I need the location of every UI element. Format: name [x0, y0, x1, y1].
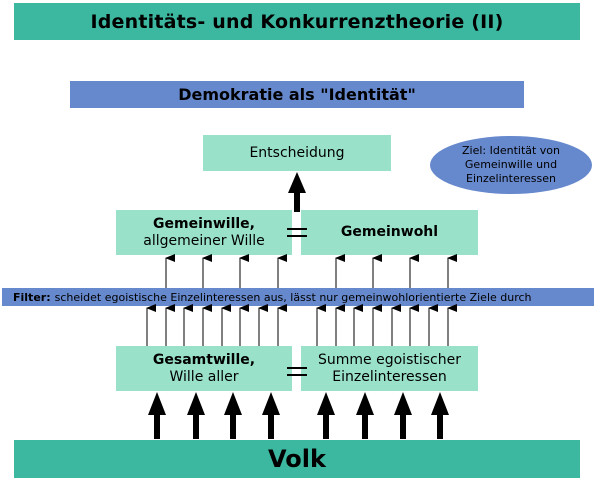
thin-arrows-lower	[146, 304, 457, 346]
gemeinwille-sublabel: allgemeiner Wille	[143, 232, 265, 249]
gemeinwille-label: Gemeinwille,	[153, 215, 255, 232]
bold-arrow-up-icon	[317, 392, 335, 439]
bold-arrow-up-icon	[187, 392, 205, 439]
entscheidung-box: Entscheidung	[203, 135, 391, 171]
bold-arrows-from-volk	[148, 392, 449, 439]
gemeinwohl-box: Gemeinwohl	[301, 210, 478, 255]
goal-line-1: Ziel: Identität von	[461, 144, 561, 157]
bold-arrow-up-icon	[148, 392, 166, 439]
bold-arrow-up-icon	[394, 392, 412, 439]
goal-line-3: Einzelinteressen	[466, 172, 556, 185]
goal-line-2: Gemeinwille und	[464, 158, 558, 171]
filter-text: scheidet egoistische Einzelinteressen au…	[54, 290, 532, 304]
goal-ellipse: Ziel: Identität von Gemeinwille und Einz…	[430, 136, 592, 194]
filter-bar: Filter: scheidet egoistische Einzelinter…	[2, 288, 594, 306]
volk-bar: Volk	[14, 440, 580, 478]
bold-arrow-up-icon	[356, 392, 374, 439]
summe-line-2: Einzelinteressen	[332, 368, 447, 385]
thin-arrows-upper	[165, 254, 457, 288]
gesamtwille-sublabel: Wille aller	[169, 368, 239, 385]
gesamtwille-label: Gesamtwille,	[152, 351, 256, 368]
equals-icon-top	[287, 228, 307, 237]
gesamtwille-box: Gesamtwille, Wille aller	[116, 346, 292, 391]
bold-arrow-up-icon	[224, 392, 242, 439]
bold-arrow-up-icon	[431, 392, 449, 439]
section-title: Demokratie als "Identität"	[70, 81, 524, 108]
summe-box: Summe egoistischer Einzelinteressen	[301, 346, 478, 391]
gemeinwille-box: Gemeinwille, allgemeiner Wille	[116, 210, 292, 255]
summe-line-1: Summe egoistischer	[318, 351, 461, 368]
filter-label: Filter:	[13, 290, 51, 304]
equals-icon-bottom	[287, 367, 307, 376]
big-arrow-up-icon	[288, 172, 306, 212]
bold-arrow-up-icon	[262, 392, 280, 439]
page-title: Identitäts- und Konkurrenztheorie (II)	[14, 3, 580, 40]
